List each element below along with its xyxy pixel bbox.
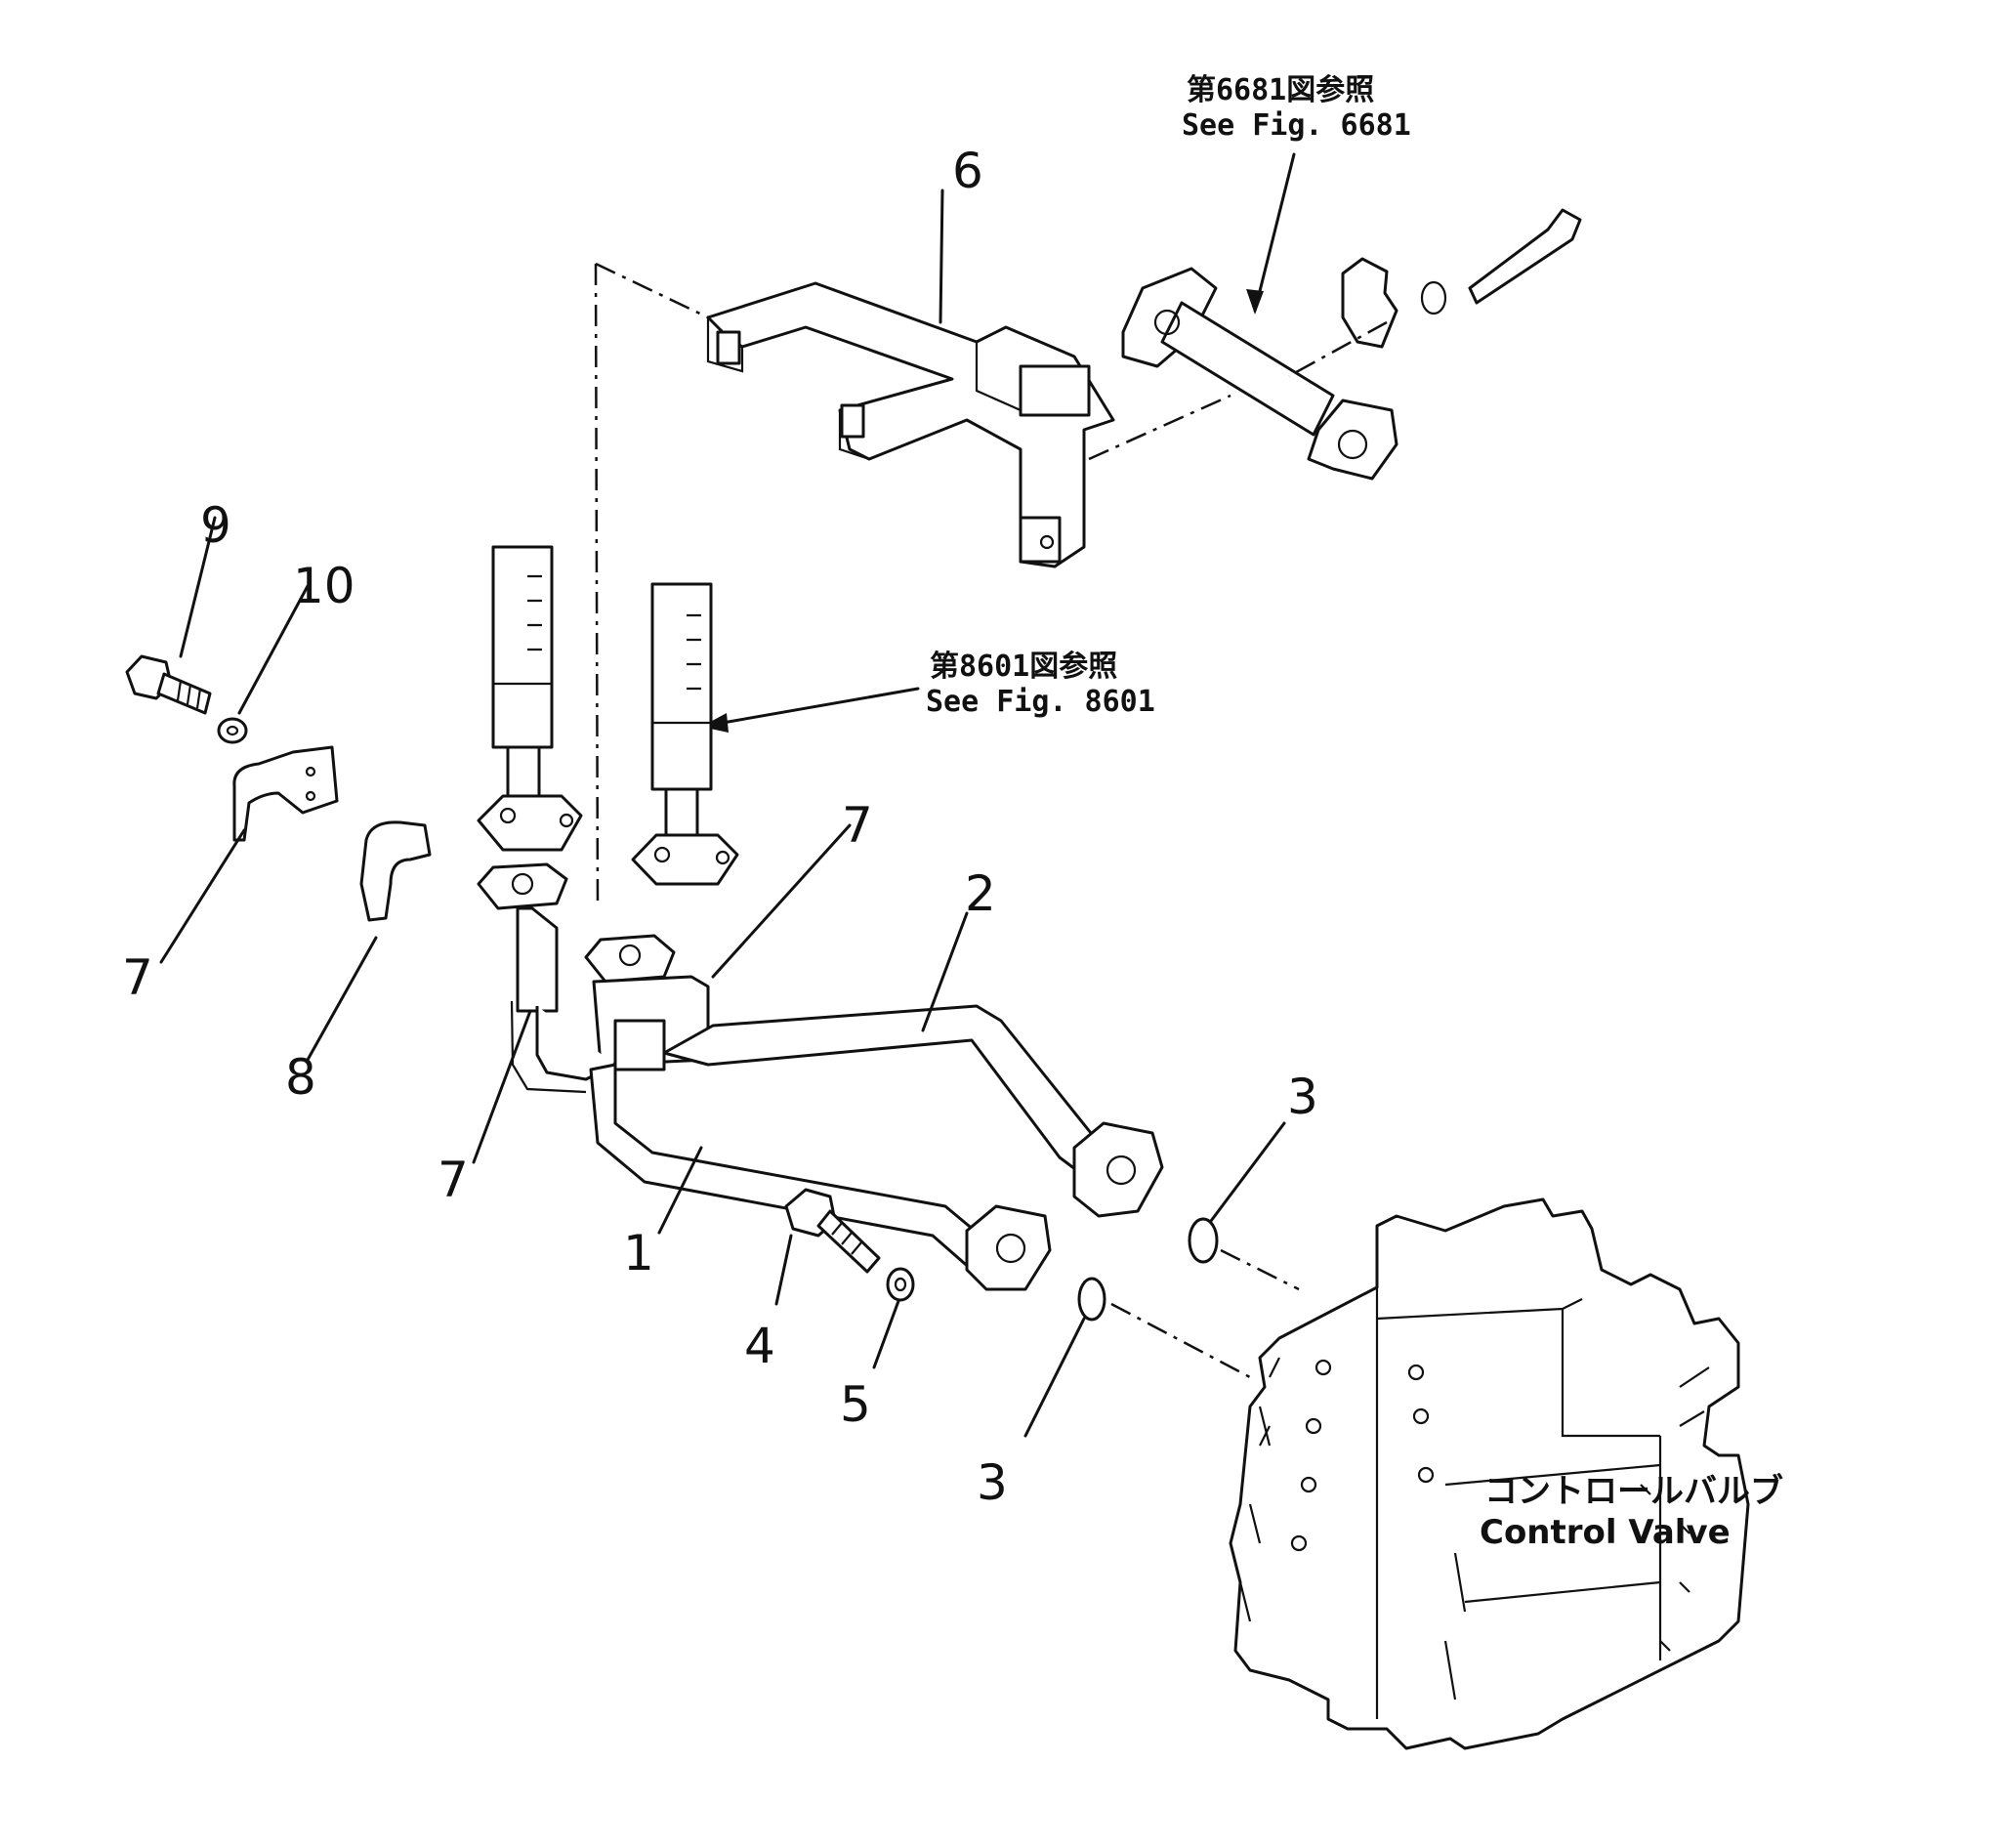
callout-4: 4 (744, 1318, 775, 1374)
callout-7-left: 7 (122, 949, 153, 1006)
part-5-washer (886, 1267, 915, 1302)
part-10-washer (217, 717, 248, 744)
reference-fig-6681-arrowhead (1246, 289, 1264, 315)
control-valve: コントロールバルブ Control Valve (1229, 1197, 1783, 1750)
reference-fig-8601-arrow (721, 687, 920, 725)
callout-1: 1 (623, 1225, 654, 1281)
o-ring-lower-centerline (1110, 1302, 1251, 1379)
part-6-bracket (594, 262, 1231, 909)
leader-lines (159, 189, 1286, 1438)
part-8-clamp-half (359, 820, 432, 922)
callout-9: 9 (200, 497, 231, 554)
control-valve-label-en: Control Valve (1480, 1513, 1731, 1552)
callout-7-upper: 7 (842, 797, 873, 854)
callout-8: 8 (285, 1049, 316, 1106)
callout-numbers: 9 10 7 8 7 7 2 1 6 3 3 4 5 (122, 143, 1318, 1511)
callout-6: 6 (952, 143, 983, 199)
reference-fig-8601: 第8601図参照 See Fig. 8601 (701, 650, 1155, 733)
callout-2: 2 (965, 865, 996, 922)
callout-3-upper: 3 (1287, 1069, 1318, 1125)
part-3-o-ring-upper (1188, 1217, 1219, 1264)
o-ring-upper-centerline (1220, 1248, 1300, 1291)
tube-fig-6681 (1121, 208, 1582, 481)
cylinder-right (631, 582, 739, 886)
reference-fig-6681-arrow (1253, 152, 1296, 313)
part-4-bolt (784, 1188, 881, 1274)
reference-fig-8601-jp: 第8601図参照 (930, 650, 1117, 684)
part-7-clamp (232, 745, 339, 842)
cylinder-left (477, 545, 583, 852)
callout-5: 5 (840, 1376, 871, 1433)
reference-fig-6681: 第6681図参照 See Fig. 6681 (1182, 73, 1411, 315)
part-3-o-ring-lower (1077, 1277, 1106, 1322)
callout-3-lower: 3 (977, 1454, 1008, 1511)
reference-fig-6681-en: See Fig. 6681 (1182, 108, 1411, 143)
reference-fig-8601-en: See Fig. 8601 (926, 685, 1155, 719)
callout-10: 10 (293, 558, 355, 614)
reference-fig-6681-jp: 第6681図参照 (1187, 73, 1374, 107)
pipe-assembly (477, 862, 1164, 1291)
callout-7-lower: 7 (438, 1152, 469, 1208)
control-valve-label-jp: コントロールバルブ (1484, 1472, 1783, 1511)
part-9-bolt (125, 654, 212, 715)
